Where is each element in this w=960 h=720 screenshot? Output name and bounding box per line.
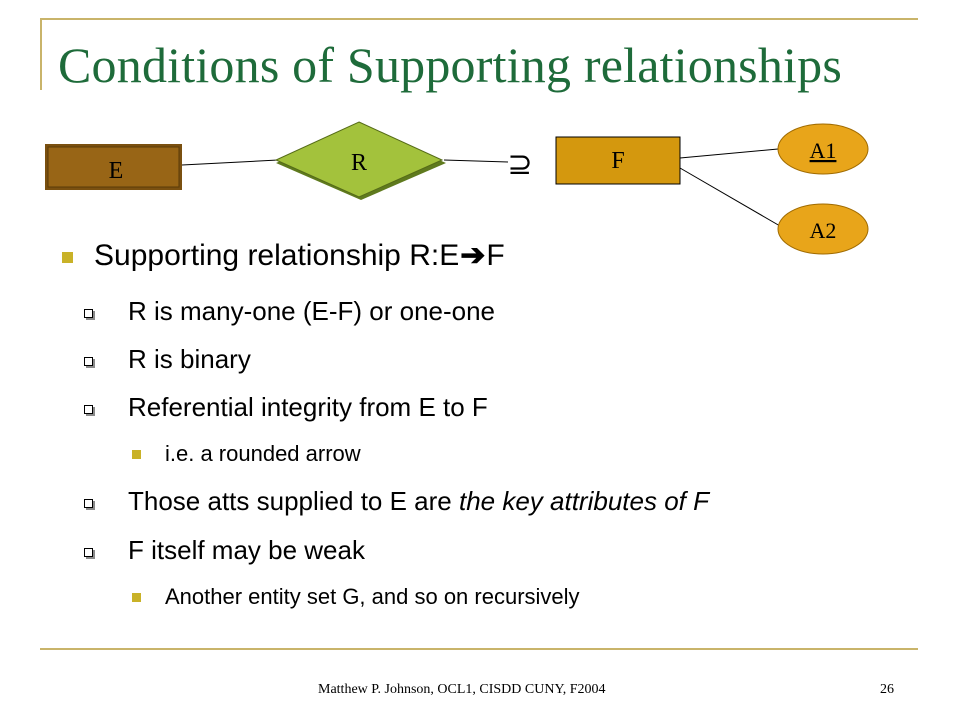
attribute-a1: A1: [777, 123, 869, 175]
sub-sub-bullet-3a-text: i.e. a rounded arrow: [165, 441, 361, 466]
bullet-marker: [132, 593, 141, 602]
attribute-a2: A2: [777, 203, 869, 255]
title-frame-horizontal: [40, 18, 918, 20]
entity-e-box: [47, 146, 180, 188]
f-a2-connector: [679, 167, 781, 227]
attribute-a1-ellipse: [777, 123, 869, 175]
f-a1-connector: [679, 148, 779, 159]
sub-bullet-1-text: R is many-one (E-F) or one-one: [128, 296, 496, 326]
relationship-r-diamond: [274, 121, 444, 198]
hollow-square-icon: [84, 548, 93, 557]
entity-f-box: [555, 136, 681, 185]
bullet-main-before: Supporting relationship R:E: [94, 239, 460, 272]
hollow-square-icon: [84, 405, 93, 414]
bullet-marker: [132, 450, 141, 459]
entity-e: E: [45, 144, 182, 190]
r-f-connector: [443, 159, 509, 163]
sub-bullet-4-italic: the key attributes of F: [458, 486, 709, 516]
entity-f-label: F: [611, 148, 624, 174]
page-number: 26: [880, 682, 894, 697]
slide-title: Conditions of Supporting relationships: [58, 37, 842, 93]
entity-e-label: E: [109, 158, 124, 184]
footer-text: Matthew P. Johnson, OCL1, CISDD CUNY, F2…: [318, 682, 606, 697]
title-frame-vertical: [40, 18, 42, 90]
sub-bullet-2-text: R is binary: [128, 344, 251, 374]
relationship-r: R: [274, 121, 446, 200]
er-diagram: E R ⊇ F A1 A2: [45, 121, 869, 255]
bullet-main-after: F: [486, 239, 505, 272]
bullet-main-text: Supporting relationship R:E➔F: [94, 238, 505, 273]
bullet-marker: [62, 252, 73, 263]
attribute-a1-label: A1: [810, 138, 837, 163]
hollow-square-icon: [84, 499, 93, 508]
sub-bullet-5-text: F itself may be weak: [128, 535, 365, 565]
footer-divider: [40, 648, 918, 650]
hollow-square-icon: [84, 357, 93, 366]
attribute-a2-ellipse: [777, 203, 869, 255]
relationship-r-label: R: [351, 150, 367, 176]
right-arrow-icon: ➔: [460, 239, 486, 272]
hollow-square-icon: [84, 309, 93, 318]
e-r-connector: [181, 159, 279, 166]
sub-sub-bullet-5a-text: Another entity set G, and so on recursiv…: [165, 584, 580, 609]
sub-bullet-4-text: Those atts supplied to E are the key att…: [128, 486, 709, 517]
attribute-a2-label: A2: [810, 218, 837, 243]
entity-f: F: [555, 136, 681, 185]
sub-bullet-4-plain: Those atts supplied to E are: [128, 486, 459, 516]
sub-bullet-3-text: Referential integrity from E to F: [128, 392, 488, 422]
superset-symbol: ⊇: [507, 147, 532, 182]
